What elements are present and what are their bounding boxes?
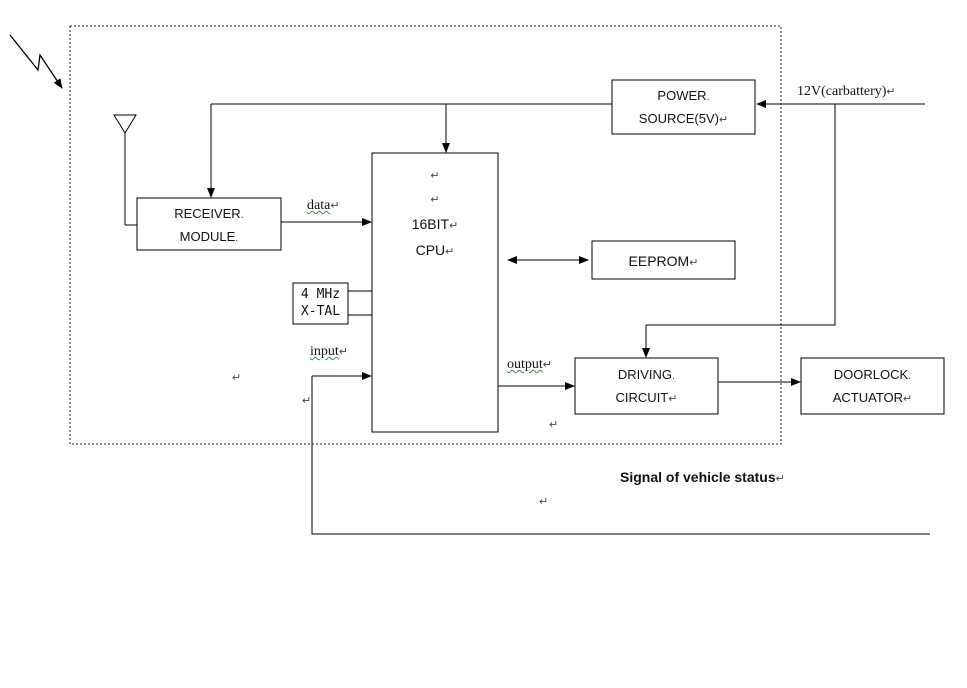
battery-label: 12V(carbattery)↵ — [797, 84, 896, 100]
doorlock-actuator-label: DOORLOCK. ACTUATOR↵ — [801, 364, 944, 410]
power-source-label: POWER. SOURCE(5V)↵ — [612, 85, 755, 131]
antenna-icon — [114, 115, 136, 133]
return-mark: ↵ — [232, 371, 241, 384]
crystal-line2: X-TAL — [293, 303, 348, 320]
signal-status-label: Signal of vehicle status↵ — [620, 469, 785, 487]
cpu-line2: CPU — [416, 242, 446, 258]
return-mark: ↵ — [302, 394, 311, 407]
data-label: data↵ — [307, 198, 340, 214]
receiver-module-line2: MODULE — [180, 229, 236, 244]
driving-circuit-label: DRIVING. CIRCUIT↵ — [575, 364, 718, 410]
output-label: output↵ — [507, 357, 552, 373]
rf-signal-icon — [10, 35, 62, 88]
driving-circuit-line1: DRIVING — [618, 367, 672, 382]
power-source-line1: POWER — [657, 88, 706, 103]
receiver-module-line1: RECEIVER — [174, 206, 240, 221]
power-source-line2: SOURCE(5V) — [639, 111, 719, 126]
eeprom-label: EEPROM↵ — [592, 250, 735, 274]
receiver-module-label: RECEIVER. MODULE. — [137, 203, 281, 247]
cpu-label: ↵ ↵ 16BIT↵ CPU↵ — [372, 164, 498, 264]
eeprom-text: EEPROM — [629, 253, 690, 269]
cpu-line1: 16BIT — [412, 216, 449, 232]
driving-circuit-line2: CIRCUIT — [616, 390, 669, 405]
doorlock-actuator-line2: ACTUATOR — [833, 390, 903, 405]
return-mark: ↵ — [539, 495, 548, 508]
crystal-line1: 4 MHz — [293, 286, 348, 303]
input-label: input↵ — [310, 344, 348, 360]
crystal-label: 4 MHz X-TAL — [293, 286, 348, 320]
return-mark: ↵ — [549, 418, 558, 431]
doorlock-actuator-line1: DOORLOCK — [834, 367, 908, 382]
